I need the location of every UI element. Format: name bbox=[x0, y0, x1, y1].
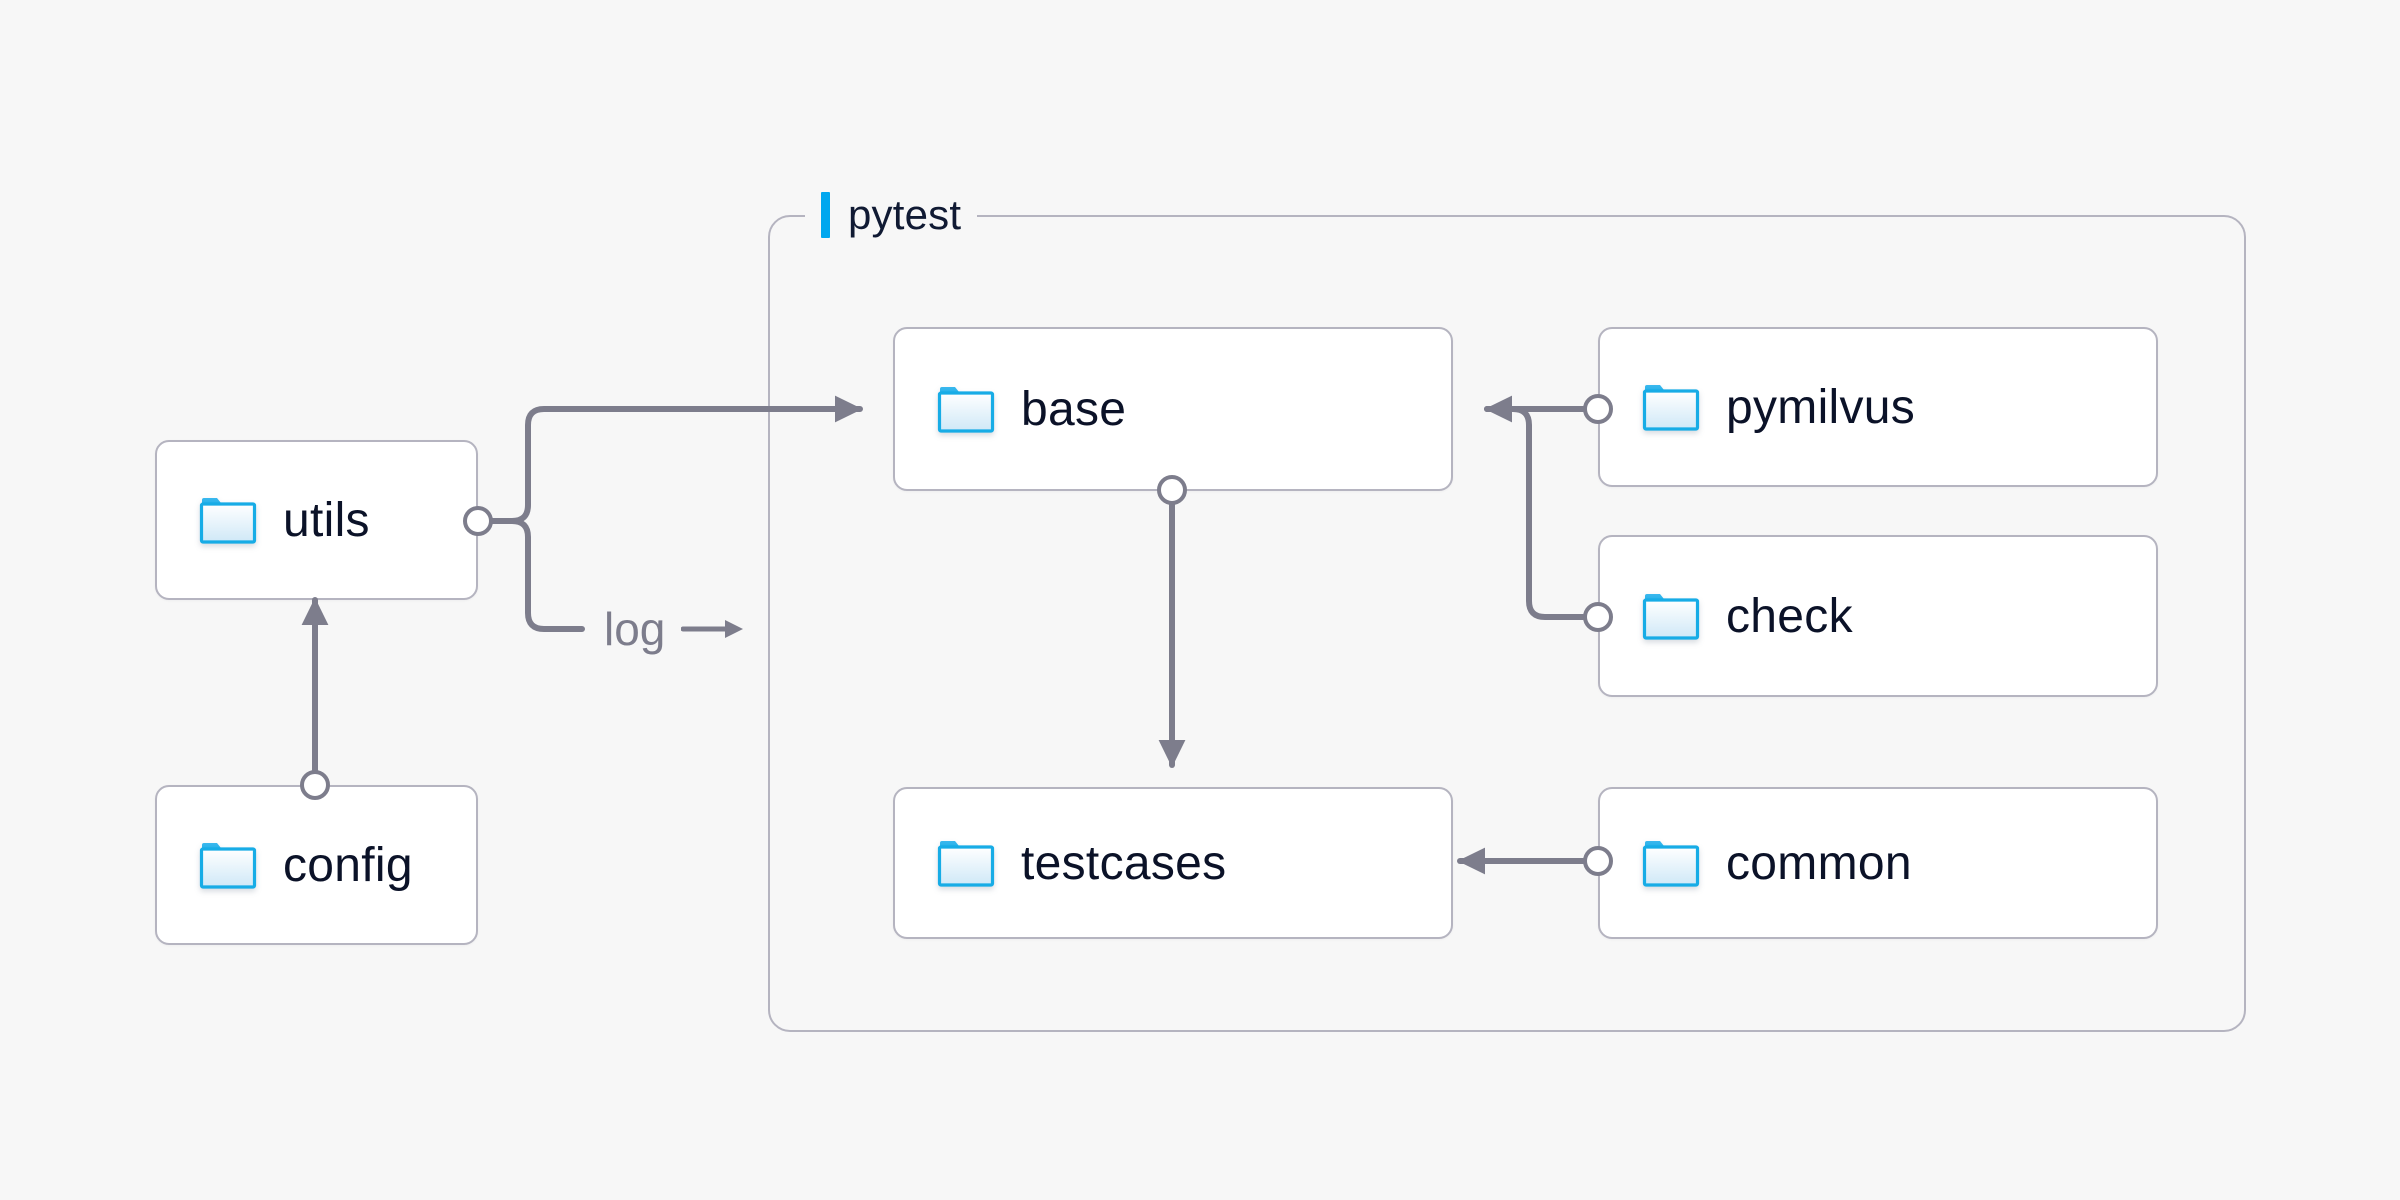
node-utils-content: utils bbox=[157, 493, 370, 548]
edge-utils-base bbox=[489, 395, 863, 524]
port-base-bottom[interactable] bbox=[1157, 475, 1187, 505]
port-common-left[interactable] bbox=[1583, 846, 1613, 876]
group-accent-bar bbox=[821, 192, 830, 238]
node-testcases-content: testcases bbox=[895, 836, 1226, 891]
node-config-content: config bbox=[157, 838, 413, 893]
folder-icon bbox=[937, 387, 995, 433]
node-utils-label: utils bbox=[283, 493, 370, 547]
edge-label-log-text: log bbox=[604, 603, 666, 655]
folder-icon bbox=[1642, 385, 1700, 431]
port-check-left[interactable] bbox=[1583, 602, 1613, 632]
node-utils[interactable]: utils bbox=[155, 440, 478, 600]
node-config[interactable]: config bbox=[155, 785, 478, 945]
folder-icon bbox=[199, 498, 257, 544]
port-utils-right[interactable] bbox=[463, 506, 493, 536]
port-pymilvus-left[interactable] bbox=[1583, 394, 1613, 424]
node-pymilvus-label: pymilvus bbox=[1726, 380, 1916, 434]
node-common-label: common bbox=[1726, 836, 1912, 890]
edge-check-base bbox=[1484, 406, 1586, 620]
node-pymilvus-content: pymilvus bbox=[1600, 380, 1915, 435]
node-testcases[interactable]: testcases bbox=[893, 787, 1453, 939]
pytest-group-container[interactable] bbox=[768, 215, 2246, 1032]
folder-icon bbox=[199, 843, 257, 889]
pytest-group-label: pytest bbox=[805, 187, 978, 243]
edge-label-log: log bbox=[604, 602, 745, 656]
node-common-content: common bbox=[1600, 836, 1912, 891]
folder-icon bbox=[937, 841, 995, 887]
group-label-text: pytest bbox=[848, 191, 962, 238]
edge-utils-log bbox=[489, 518, 585, 632]
node-pymilvus[interactable]: pymilvus bbox=[1598, 327, 2158, 487]
node-common[interactable]: common bbox=[1598, 787, 2158, 939]
folder-icon bbox=[1642, 594, 1700, 640]
node-check-content: check bbox=[1600, 589, 1853, 644]
port-config-top[interactable] bbox=[300, 770, 330, 800]
node-config-label: config bbox=[283, 838, 413, 892]
node-base-content: base bbox=[895, 382, 1126, 437]
node-check[interactable]: check bbox=[1598, 535, 2158, 697]
node-check-label: check bbox=[1726, 589, 1853, 643]
node-base-label: base bbox=[1021, 382, 1127, 436]
node-testcases-label: testcases bbox=[1021, 836, 1227, 890]
folder-icon bbox=[1642, 841, 1700, 887]
edge-label-arrow-icon bbox=[681, 620, 744, 638]
